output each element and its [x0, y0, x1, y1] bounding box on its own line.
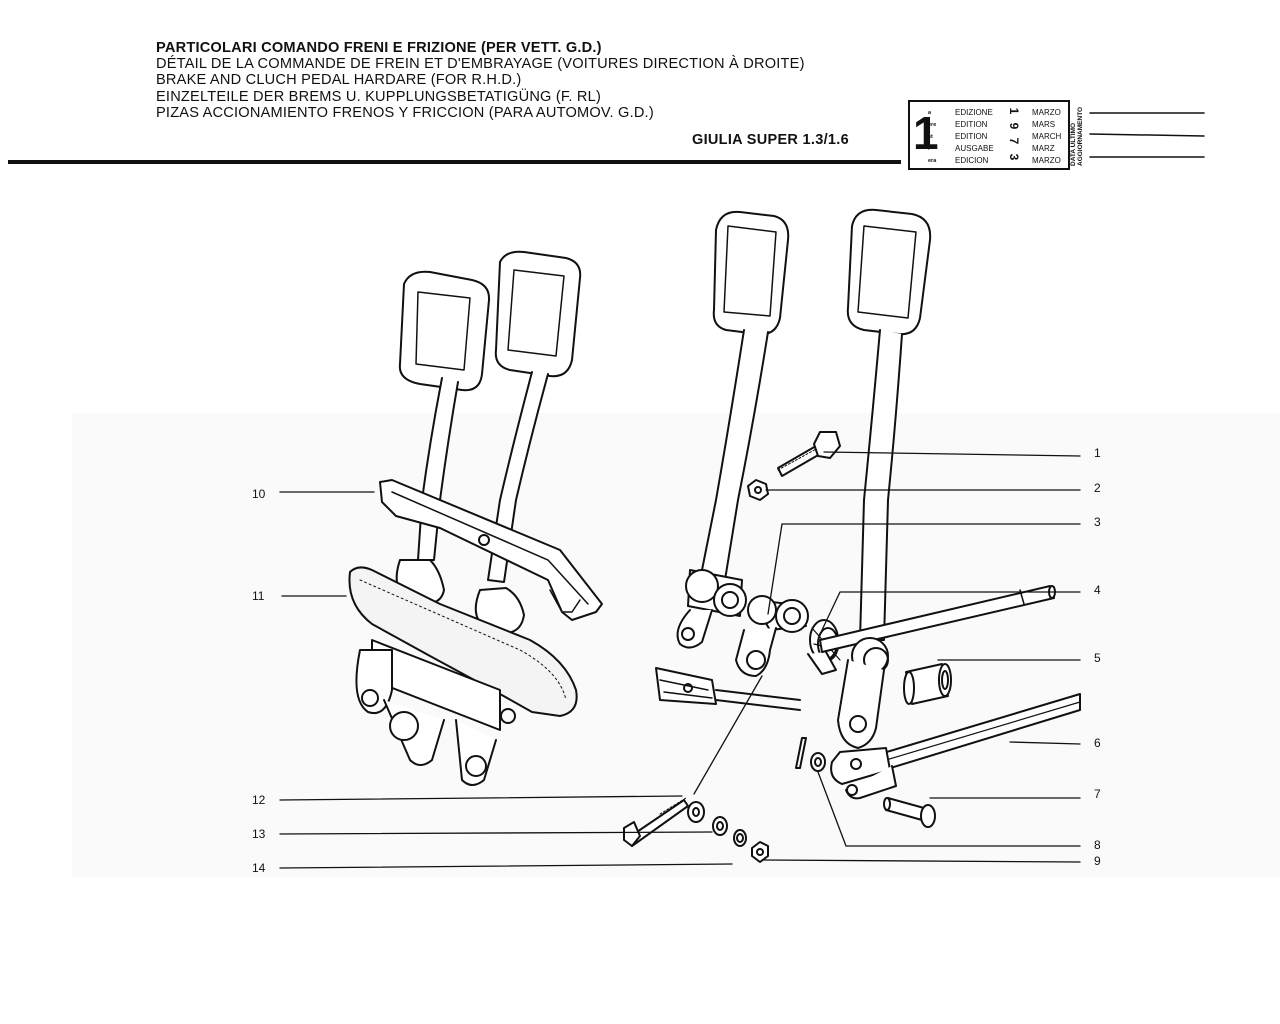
edition-box — [908, 100, 1070, 170]
edition-label: EDIZIONE — [955, 108, 993, 117]
leader-12 — [279, 795, 683, 801]
callout-13: 13 — [252, 827, 266, 841]
left-pedal-pad-2 — [494, 250, 582, 378]
title-italian: PARTICOLARI COMANDO FRENI E FRIZIONE (PE… — [156, 40, 602, 56]
leader-9 — [763, 859, 1081, 863]
callout-1: 1 — [1094, 446, 1101, 460]
callout-4: 4 — [1094, 583, 1101, 597]
right-pedal-pad-1 — [712, 210, 790, 336]
callout-6: 6 — [1094, 736, 1101, 750]
edition-month: MARS — [1032, 120, 1056, 129]
header-titles: PARTICOLARI COMANDO FRENI E FRIZIONE (PE… — [156, 40, 805, 121]
edition-month: MARCH — [1032, 132, 1062, 141]
title-spanish: PIZAS ACCIONAMIENTO FRENOS Y FRICCION (P… — [156, 104, 654, 121]
callout-3: 3 — [1094, 515, 1101, 529]
edition-month: MARZ — [1032, 144, 1055, 153]
edition-label: EDICION — [955, 156, 989, 165]
leader-6 — [1009, 741, 1081, 745]
left-pedal-assembly — [348, 250, 603, 786]
title-french: DÉTAIL DE LA COMMANDE DE FREIN ET D'EMBR… — [156, 56, 805, 73]
leader-13 — [279, 831, 713, 835]
left-pedal-pad-1 — [398, 270, 491, 392]
edition-month: MARZO — [1032, 156, 1061, 165]
callout-12: 12 — [252, 793, 266, 807]
callout-7: 7 — [1094, 787, 1101, 801]
edition-suffix: era — [928, 158, 937, 164]
edition-suffix: a — [928, 110, 932, 116]
leader-14 — [279, 863, 733, 869]
title-german: EINZELTEILE DER BREMS U. KUPPLUNGSBETATI… — [156, 88, 602, 105]
callout-5: 5 — [1094, 651, 1101, 665]
edition-label: AUSGABE — [955, 144, 994, 153]
leader-4 — [821, 591, 1081, 631]
edition-label: EDITION — [955, 132, 988, 141]
callout-10: 10 — [252, 487, 266, 501]
leader-1 — [823, 451, 1081, 457]
callout-11: 11 — [252, 589, 265, 603]
leader-3 — [767, 523, 1081, 615]
title-english: BRAKE AND CLUCH PEDAL HARDARE (FOR R.H.D… — [156, 72, 522, 89]
edition-suffix: . — [928, 146, 930, 152]
edition-suffix: st — [928, 134, 933, 140]
edition-number: 1 — [913, 107, 939, 159]
leader-shaft-link — [693, 675, 763, 795]
update-lines — [1089, 112, 1205, 158]
leader-lines — [279, 451, 1081, 869]
right-pedal-assembly — [623, 208, 1081, 863]
cover-plate — [348, 566, 578, 717]
callout-8: 8 — [1094, 838, 1101, 852]
leader-8 — [817, 771, 1081, 847]
edition-suffix: ère — [928, 122, 937, 128]
pedal-bracket — [379, 479, 603, 621]
callout-2: 2 — [1094, 481, 1101, 495]
callout-14: 14 — [252, 861, 266, 875]
edition-month: MARZO — [1032, 108, 1061, 117]
edition-label: EDITION — [955, 120, 988, 129]
model-name: GIULIA SUPER 1.3/1.6 — [692, 132, 849, 148]
callout-9: 9 — [1094, 854, 1101, 868]
header-rule — [8, 160, 901, 164]
